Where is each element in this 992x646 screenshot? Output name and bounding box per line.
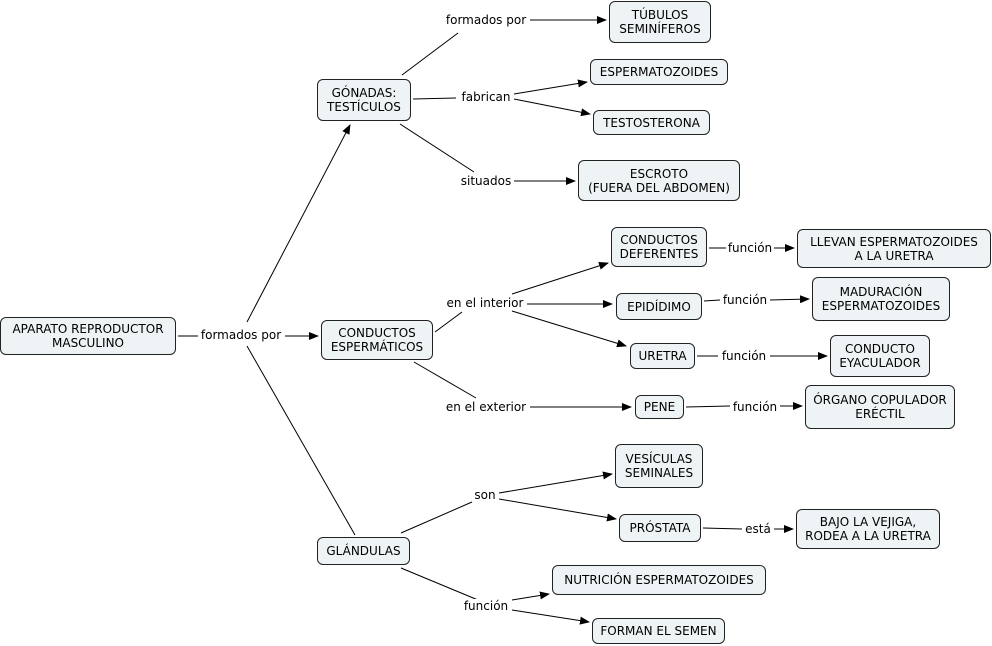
link-label-funcion-pene: función bbox=[731, 400, 779, 414]
node-escroto: ESCROTO (FUERA DEL ABDOMEN) bbox=[578, 160, 740, 201]
node-forman-semen: FORMAN EL SEMEN bbox=[592, 618, 725, 644]
link-label-funcion-uretra: función bbox=[720, 349, 768, 363]
link-label-en-el-exterior: en el exterior bbox=[444, 400, 528, 414]
line-connector bbox=[413, 361, 477, 399]
arrow-connector bbox=[513, 98, 591, 117]
line-connector bbox=[246, 345, 356, 536]
node-aparato-reproductor: APARATO REPRODUCTOR MASCULINO bbox=[0, 317, 176, 355]
node-epididimo: EPIDÍDIMO bbox=[616, 293, 702, 320]
link-label-formados-por-gonadas: formados por bbox=[444, 13, 528, 27]
arrow-connector bbox=[511, 609, 590, 625]
node-vesiculas-seminales: VESÍCULAS SEMINALES bbox=[615, 444, 703, 488]
link-label-formados-por: formados por bbox=[199, 328, 283, 342]
node-llevan-espermatozoides: LLEVAN ESPERMATOZOIDES A LA URETRA bbox=[797, 229, 991, 268]
line-connector bbox=[703, 299, 721, 302]
node-espermatozoides: ESPERMATOZOIDES bbox=[590, 59, 728, 85]
link-label-funcion-deferentes: función bbox=[726, 241, 774, 255]
link-label-fabrican: fabrican bbox=[460, 90, 512, 104]
node-glandulas: GLÁNDULAS bbox=[317, 537, 410, 565]
node-conductos-deferentes: CONDUCTOS DEFERENTES bbox=[611, 227, 707, 267]
node-pene: PENE bbox=[635, 395, 684, 419]
node-organo-copulador: ÓRGANO COPULADOR ERÉCTIL bbox=[805, 385, 955, 429]
link-label-esta: está bbox=[744, 522, 772, 536]
node-conductos-espermaticos: CONDUCTOS ESPERMÁTICOS bbox=[321, 320, 433, 360]
node-conducto-eyaculador: CONDUCTO EYACULADOR bbox=[830, 335, 930, 377]
node-bajo-vejiga: BAJO LA VEJIGA, RODEA A LA URETRA bbox=[796, 509, 940, 549]
arrow-connector bbox=[511, 310, 627, 348]
arrow-connector bbox=[511, 591, 550, 601]
link-label-son: son bbox=[473, 488, 497, 502]
arrow-connector bbox=[513, 79, 588, 95]
node-tubulos-seminiferos: TÚBULOS SEMINÍFEROS bbox=[609, 1, 711, 43]
node-prostata: PRÓSTATA bbox=[619, 514, 701, 542]
arrow-connector bbox=[511, 261, 609, 295]
node-testosterona: TESTOSTERONA bbox=[593, 110, 710, 135]
line-connector bbox=[401, 32, 459, 76]
node-uretra: URETRA bbox=[630, 343, 695, 369]
node-maduracion: MADURACIÓN ESPERMATOZOIDES bbox=[812, 277, 950, 321]
link-label-situados: situados bbox=[459, 174, 513, 188]
arrow-connector bbox=[246, 124, 351, 323]
arrow-connector bbox=[769, 295, 810, 304]
line-connector bbox=[399, 123, 475, 173]
node-nutricion: NUTRICIÓN ESPERMATOZOIDES bbox=[552, 565, 766, 595]
link-label-funcion-glandulas: función bbox=[462, 599, 510, 613]
node-gonadas: GÓNADAS: TESTÍCULOS bbox=[317, 79, 411, 121]
line-connector bbox=[702, 527, 743, 530]
arrow-connector bbox=[498, 471, 613, 494]
line-connector bbox=[412, 97, 457, 100]
arrow-connector bbox=[498, 498, 617, 522]
line-connector bbox=[434, 311, 463, 333]
link-label-funcion-epididimo: función bbox=[721, 293, 769, 307]
line-connector bbox=[400, 567, 479, 601]
line-connector bbox=[685, 405, 731, 408]
link-label-en-el-interior: en el interior bbox=[445, 296, 525, 310]
line-connector bbox=[400, 501, 473, 534]
